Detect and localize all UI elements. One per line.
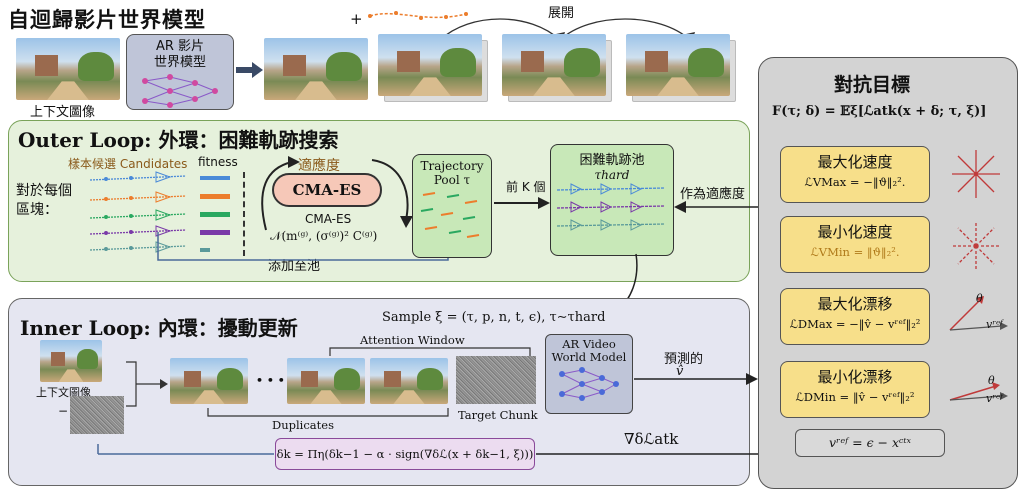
ar-world-model-box: AR 影片 世界模型 — [126, 34, 234, 110]
objective-title: 對抗目標 — [834, 74, 911, 96]
max-velocity-card: 最大化速度 ℒVMax = −‖ϑ‖₂². — [780, 146, 930, 203]
fitness-divider — [243, 172, 245, 256]
vref-label: vʳᵉᶠ — [986, 392, 1003, 405]
page-title: 自迴歸影片世界模型 — [8, 8, 206, 32]
v-hat-label: v̂ — [676, 364, 684, 379]
predicted-label: 預測的 — [664, 352, 704, 367]
max-drift-card: 最大化漂移 ℒDMax = −‖v̂ − vʳᵉᶠ‖₂² — [780, 288, 930, 345]
target-chunk-frames — [456, 356, 536, 404]
attention-window-label: Attention Window — [360, 333, 465, 347]
outward-arrows-icon — [952, 150, 1000, 198]
candidates-label: 樣本候選 Candidates — [68, 157, 188, 171]
ellipsis: • • • — [256, 374, 285, 387]
gradient-label: ∇δℒatk — [624, 430, 679, 448]
duplicates-label: Duplicates — [272, 418, 334, 432]
trajectory-pool-box: Trajectory Pool τ — [412, 154, 492, 258]
objective-formula: F(τ; δ) = 𝔼ξ[ℒatk(x + δ; τ, ξ)] — [772, 104, 987, 119]
trajectory-pool-label: Trajectory Pool τ — [420, 159, 484, 187]
ar-video-world-model-box: AR Video World Model — [545, 334, 633, 414]
noise-perturbation — [70, 396, 124, 434]
trajectory-icon — [368, 11, 468, 20]
candidate-trajectories — [89, 171, 187, 253]
duplicate-frame-3 — [370, 358, 448, 404]
arrow-right-icon — [236, 62, 263, 78]
arrow-right-icon — [494, 197, 550, 209]
hard-pool-box: 困難軌跡池 τhard — [550, 144, 674, 256]
card-title: 最大化速度 — [817, 153, 893, 171]
hard-pool-symbol: τhard — [594, 168, 630, 182]
hard-pool-title: 困難軌跡池 — [579, 153, 645, 168]
as-fitness-arrow — [674, 201, 760, 213]
inner-context-image — [40, 340, 102, 382]
theta-label: θ — [976, 292, 983, 305]
as-fitness-label: 作為適應度 — [680, 187, 746, 202]
bracket-arrow — [126, 361, 168, 407]
generated-frame-1 — [264, 38, 368, 100]
window-brackets — [207, 347, 531, 417]
cma-loop-arrows — [261, 156, 413, 231]
add-to-pool-label: 添加至池 — [268, 259, 321, 274]
card-title: 最大化漂移 — [817, 295, 893, 313]
card-title: 最小化速度 — [817, 223, 893, 241]
generated-frame-2 — [378, 34, 482, 96]
minus-sign: − — [58, 404, 69, 418]
inner-context-label: 上下文圖像 — [36, 386, 91, 399]
duplicate-frame-1 — [170, 358, 248, 404]
vref-label: vʳᵉᶠ — [986, 318, 1003, 331]
neural-net-icon — [142, 74, 218, 108]
fitness-word: 適應度 — [298, 158, 340, 174]
target-chunk-label: Target Chunk — [458, 408, 538, 422]
update-arrows — [97, 444, 758, 455]
ar-world-model-label: AR 影片 世界模型 — [153, 39, 206, 70]
min-velocity-card: 最小化速度 ℒVMin = ‖ϑ‖₂². — [780, 216, 930, 273]
card-formula: ℒVMax = −‖ϑ‖₂². — [804, 175, 906, 189]
top-k-label: 前 K 個 — [506, 180, 546, 194]
per-region-label: 對於每個 區塊： — [16, 183, 72, 218]
context-image — [16, 38, 120, 100]
fitness-bar-1 — [200, 176, 230, 180]
fitness-bar-5 — [200, 248, 210, 252]
fitness-bar-2 — [200, 194, 230, 199]
sample-formula: Sample ξ = (τ, p, n, t, ϵ), τ∼τhard — [382, 310, 606, 325]
generated-frame-4 — [626, 34, 730, 96]
fitness-bar-3 — [200, 212, 230, 217]
inward-arrows-icon — [952, 222, 1000, 270]
pool-segments-icon — [420, 192, 480, 238]
cma-es-sublabel: CMA-ES — [305, 212, 352, 226]
ar-video-label: AR Video World Model — [551, 337, 627, 364]
hard-trajectories-icon — [556, 183, 666, 231]
card-title: 最小化漂移 — [817, 368, 893, 386]
fitness-bar-4 — [200, 230, 230, 235]
pgd-update-formula: δk = Πη(δk−1 − α · sign(∇δℒ(x + δk−1, ξ)… — [275, 438, 535, 470]
drift-max-icon — [949, 296, 1008, 331]
min-drift-card: 最小化漂移 ℒDMin = ‖v̂ − vʳᵉᶠ‖₂² — [780, 361, 930, 418]
plus-sign: + — [350, 10, 363, 28]
outer-loop-title: Outer Loop: 外環：困難軌跡搜索 — [18, 128, 339, 152]
card-formula: ℒDMax = −‖v̂ − vʳᵉᶠ‖₂² — [789, 317, 921, 331]
theta-label: θ — [988, 374, 995, 387]
prediction-arrow — [634, 373, 758, 385]
fitness-label: fitness — [198, 155, 238, 169]
card-formula: ℒDMin = ‖v̂ − vʳᵉᶠ‖₂² — [795, 390, 915, 404]
generated-frame-3 — [502, 34, 606, 96]
cma-es-node: CMA-ES — [272, 173, 382, 207]
duplicate-frame-2 — [287, 358, 365, 404]
drift-min-icon — [949, 382, 1008, 401]
cma-es-formula: 𝒩(m⁽ᵍ⁾, (σ⁽ᵍ⁾)² C⁽ᵍ⁾) — [270, 229, 378, 243]
expand-label: 展開 — [548, 6, 575, 21]
vref-formula-box: vʳᵉᶠ = ϵ − xᶜᵗˣ — [795, 429, 945, 457]
card-formula: ℒVMin = ‖ϑ‖₂². — [810, 245, 900, 259]
add-to-pool-arrow — [157, 231, 453, 261]
context-image-label: 上下文圖像 — [30, 105, 96, 120]
inner-loop-title: Inner Loop: 內環：擾動更新 — [20, 316, 298, 340]
neural-net-icon — [559, 367, 619, 401]
